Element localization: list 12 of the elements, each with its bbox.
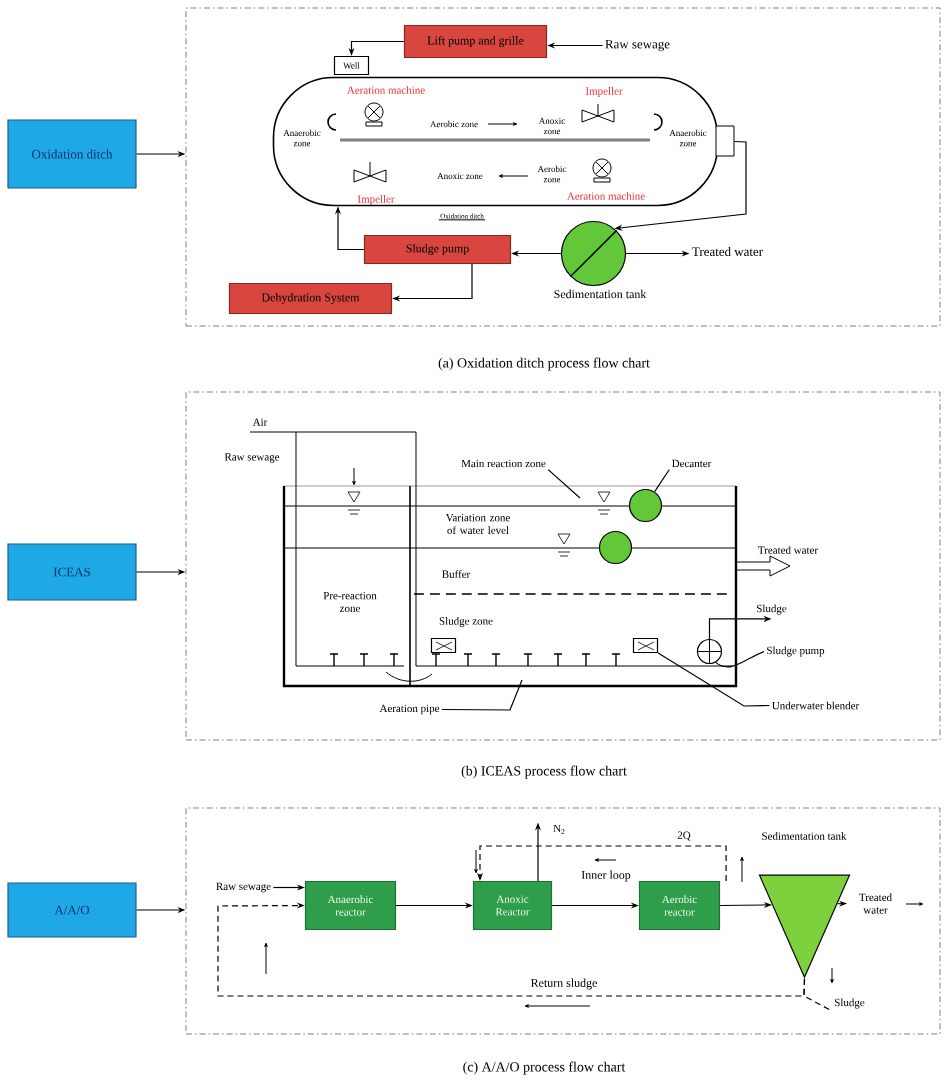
pump-symbol xyxy=(696,638,723,665)
leader-line xyxy=(547,468,581,499)
blender-symbol xyxy=(430,637,457,654)
blender-symbol xyxy=(632,637,659,654)
leader-line xyxy=(657,652,771,707)
leader-line xyxy=(654,468,670,493)
leader-line xyxy=(715,650,765,668)
arrow xyxy=(217,902,806,997)
decanter xyxy=(598,530,633,565)
leader-line xyxy=(441,679,523,711)
decanter xyxy=(628,488,663,523)
leader-line xyxy=(803,978,833,1012)
